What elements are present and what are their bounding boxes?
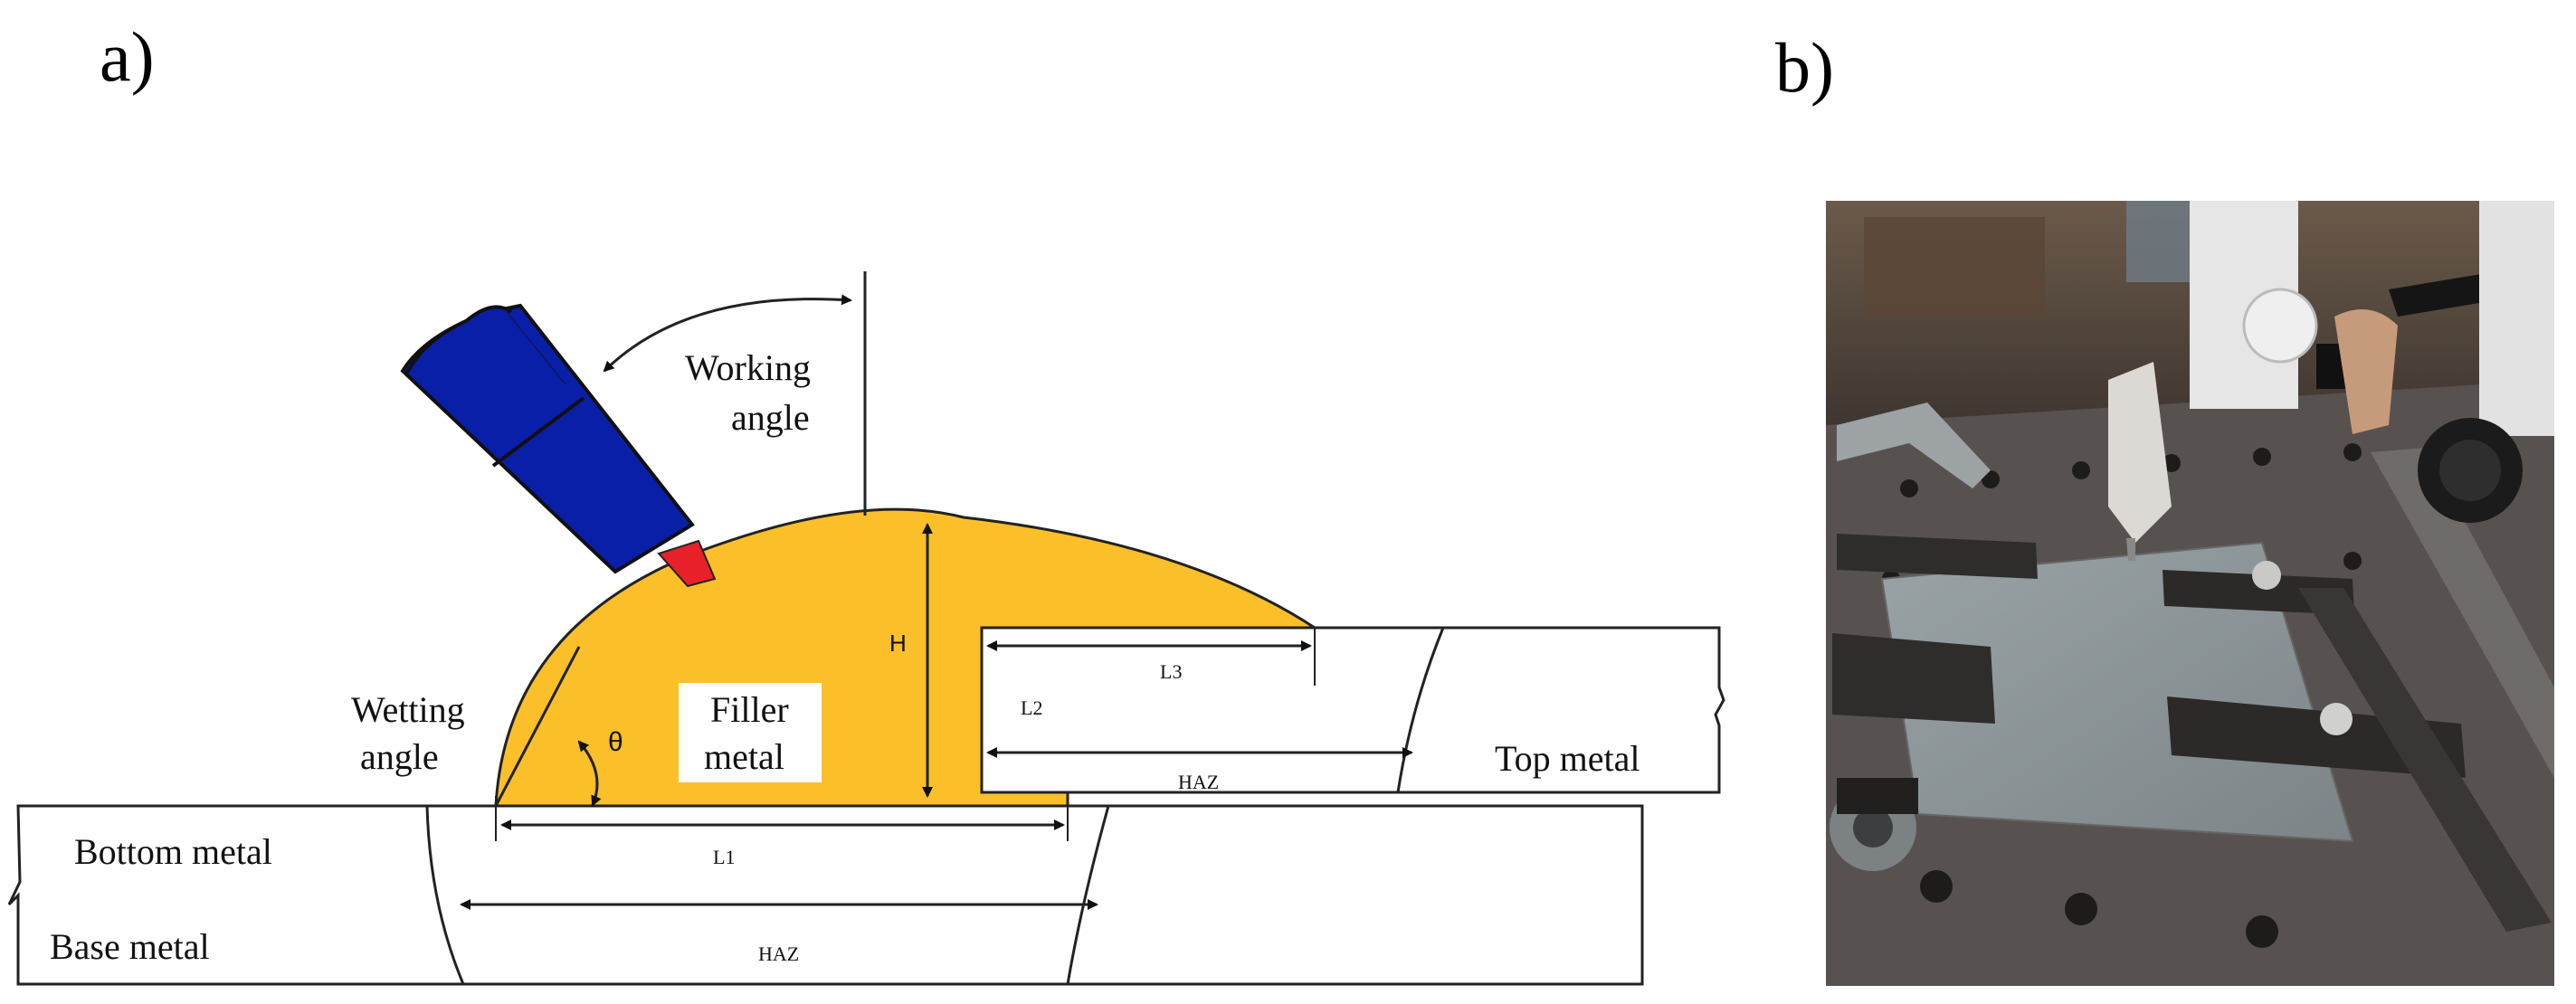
l3-label: L3 — [1160, 660, 1182, 683]
wetting-angle-label-2: angle — [360, 736, 439, 777]
working-angle-label-1: Working — [685, 347, 811, 388]
height-label: H — [889, 630, 907, 657]
welding-setup-photo — [1826, 201, 2554, 986]
panel-label-a: a) — [100, 17, 155, 96]
tangent-line — [494, 646, 581, 807]
base-metal-label: Base metal — [50, 926, 210, 967]
l2-label: L2 — [1021, 696, 1042, 719]
wetting-angle-arc — [577, 740, 602, 807]
panel-label-b: b) — [1775, 28, 1834, 107]
torch-icon — [400, 303, 717, 588]
working-angle-label-2: angle — [731, 397, 810, 438]
wire-icon — [657, 539, 717, 588]
working-angle-arc — [603, 294, 852, 373]
haz-boundary-left — [425, 805, 465, 985]
filler-label-1: Filler — [710, 689, 789, 730]
haz-boundary-top — [1396, 627, 1445, 793]
theta-label: θ — [608, 727, 623, 757]
filler-label-box — [679, 683, 822, 782]
filler-label-2: metal — [704, 736, 784, 777]
haz-bottom-label: HAZ — [758, 942, 799, 965]
top-metal-label: Top metal — [1495, 738, 1640, 779]
wetting-angle-label-1: Wetting — [351, 689, 465, 730]
l1-label: L1 — [713, 846, 735, 868]
haz-top-label: HAZ — [1178, 771, 1219, 793]
bottom-metal-label: Bottom metal — [74, 831, 272, 872]
